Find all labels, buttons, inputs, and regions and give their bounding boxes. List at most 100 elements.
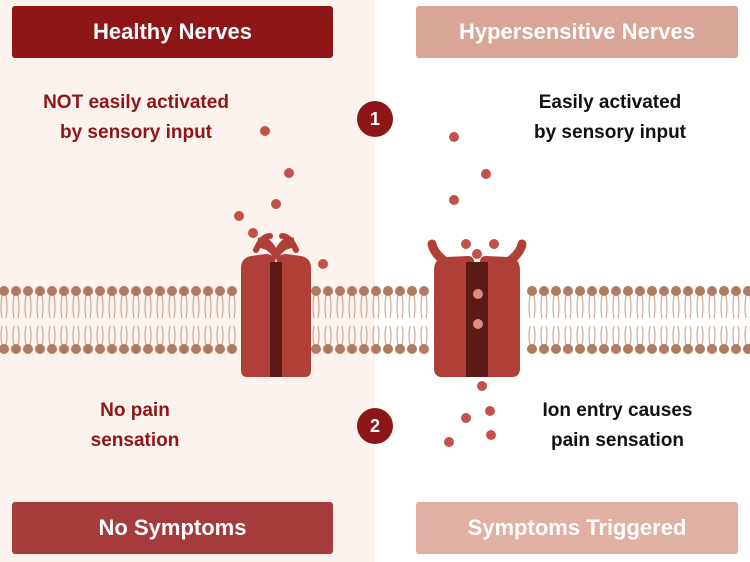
lipid-head bbox=[131, 286, 141, 296]
lipid-head bbox=[359, 286, 369, 296]
lipid-tail bbox=[653, 294, 656, 319]
lipid-tail bbox=[137, 325, 140, 346]
lipid-tail bbox=[168, 294, 171, 319]
lipid-tail bbox=[576, 294, 579, 319]
symptoms-triggered-footer: Symptoms Triggered bbox=[416, 502, 738, 554]
lipid-head bbox=[539, 286, 549, 296]
lipid-head bbox=[167, 286, 177, 296]
lipid-tail bbox=[401, 325, 404, 346]
lipid-head bbox=[83, 286, 93, 296]
lipid-head bbox=[347, 344, 357, 354]
lipid-head bbox=[95, 286, 105, 296]
lipid-tail bbox=[564, 294, 567, 319]
lipid-head bbox=[359, 344, 369, 354]
lipid-tail bbox=[581, 325, 584, 346]
lipid-tail bbox=[149, 325, 152, 346]
healthy-activation-line-1: NOT easily activated bbox=[43, 92, 229, 113]
lipid-tail bbox=[185, 325, 188, 346]
cell-membrane bbox=[0, 286, 750, 354]
lipid-tail bbox=[641, 325, 644, 346]
lipid-tail bbox=[677, 325, 680, 346]
lipid-tail bbox=[708, 325, 711, 346]
lipid-tail bbox=[564, 325, 567, 346]
lipid-tail bbox=[588, 325, 591, 346]
lipid-head bbox=[23, 344, 33, 354]
lipid-tail bbox=[341, 325, 344, 346]
lipid-tail bbox=[156, 325, 159, 346]
lipid-tail bbox=[600, 294, 603, 319]
lipid-tail bbox=[581, 294, 584, 319]
lipid-tail bbox=[528, 294, 531, 319]
lipid-tail bbox=[720, 325, 723, 346]
lipid-tail bbox=[384, 325, 387, 346]
lipid-tail bbox=[108, 294, 111, 319]
healthy-result-note: No pain sensation bbox=[60, 396, 210, 456]
ion-particle-icon bbox=[472, 249, 482, 259]
lipid-head bbox=[215, 286, 225, 296]
lipid-tail bbox=[713, 325, 716, 346]
lipid-tail bbox=[221, 325, 224, 346]
lipid-head bbox=[419, 286, 429, 296]
healthy-activation-line-2: by sensory input bbox=[59, 122, 213, 143]
healthy-activation-note: NOT easily activated by sensory input bbox=[10, 88, 262, 148]
lipid-head bbox=[743, 344, 750, 354]
lipid-tail bbox=[732, 325, 735, 346]
lipid-tail bbox=[317, 325, 320, 346]
lipid-tail bbox=[185, 294, 188, 319]
lipid-tail bbox=[144, 294, 147, 319]
lipid-head bbox=[527, 286, 537, 296]
lipid-head bbox=[107, 344, 117, 354]
lipid-tail bbox=[168, 325, 171, 346]
lipid-tail bbox=[101, 325, 104, 346]
lipid-tail bbox=[336, 325, 339, 346]
lipid-head bbox=[683, 286, 693, 296]
lipid-head bbox=[323, 286, 333, 296]
lipid-head bbox=[107, 286, 117, 296]
lipid-tail bbox=[180, 325, 183, 346]
lipid-tail bbox=[636, 294, 639, 319]
lipid-tail bbox=[36, 294, 39, 319]
lipid-head bbox=[647, 286, 657, 296]
lipid-head bbox=[47, 286, 57, 296]
lipid-tail bbox=[156, 294, 159, 319]
lipid-tail bbox=[684, 294, 687, 319]
lipid-tail bbox=[672, 325, 675, 346]
lipid-tail bbox=[624, 294, 627, 319]
lipid-tail bbox=[125, 325, 128, 346]
lipid-tail bbox=[384, 294, 387, 319]
lipid-head bbox=[35, 286, 45, 296]
lipid-tail bbox=[552, 325, 555, 346]
lipid-head bbox=[35, 344, 45, 354]
lipid-tail bbox=[360, 294, 363, 319]
ion-particle-icon bbox=[444, 437, 454, 447]
lipid-tail bbox=[660, 294, 663, 319]
lipid-tail bbox=[17, 294, 20, 319]
lipid-head bbox=[59, 344, 69, 354]
lipid-tail bbox=[233, 325, 236, 346]
lipid-tail bbox=[197, 294, 200, 319]
lipid-head bbox=[719, 344, 729, 354]
lipid-tail bbox=[17, 325, 20, 346]
lipid-head bbox=[623, 344, 633, 354]
lipid-head bbox=[191, 286, 201, 296]
lipid-tail bbox=[701, 325, 704, 346]
lipid-head bbox=[671, 344, 681, 354]
hypersensitive-result-line-1: Ion entry causes bbox=[542, 400, 693, 421]
lipid-head bbox=[395, 286, 405, 296]
lipid-tail bbox=[744, 294, 747, 319]
lipid-tail bbox=[413, 325, 416, 346]
lipid-tail bbox=[600, 325, 603, 346]
lipid-tail bbox=[737, 325, 740, 346]
lipid-head bbox=[635, 344, 645, 354]
lipid-tail bbox=[209, 294, 212, 319]
lipid-tail bbox=[725, 294, 728, 319]
lipid-tail bbox=[48, 325, 51, 346]
lipid-tail bbox=[360, 325, 363, 346]
lipid-head bbox=[0, 286, 9, 296]
lipid-tail bbox=[665, 325, 668, 346]
step-1-badge: 1 bbox=[357, 101, 393, 137]
lipid-tail bbox=[552, 294, 555, 319]
ion-particle-icon bbox=[318, 259, 328, 269]
lipid-tail bbox=[420, 294, 423, 319]
lipid-tail bbox=[593, 294, 596, 319]
